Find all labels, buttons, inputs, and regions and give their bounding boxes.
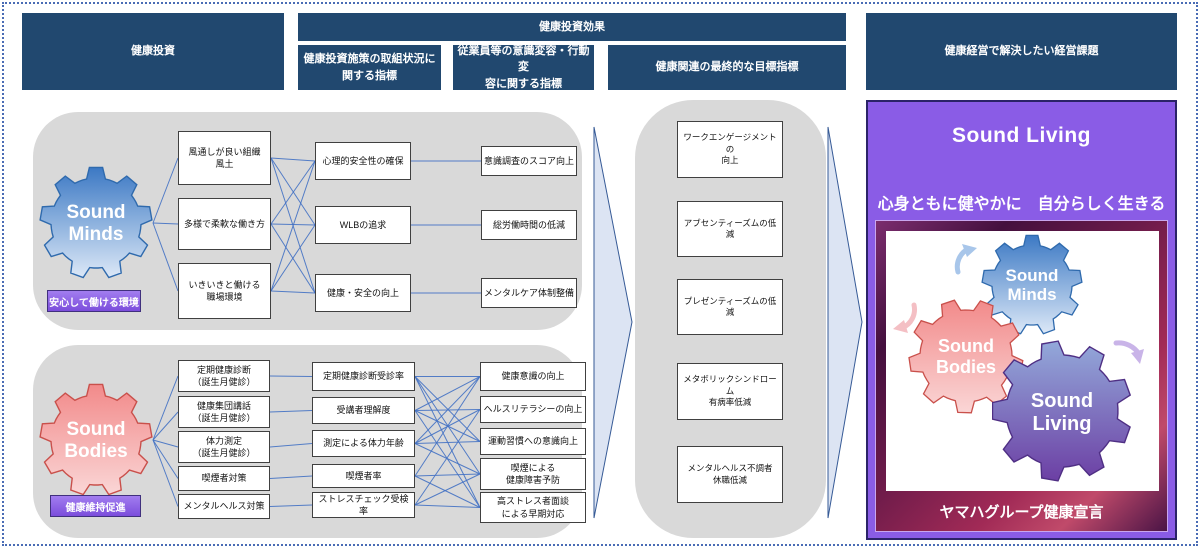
goal-box: メタボリックシンドローム 有病率低減 [677,363,783,420]
svg-text:Sound: Sound [1006,266,1059,285]
outcome-box: 喫煙による 健康障害予防 [480,458,586,490]
item-box: 喫煙者対策 [178,466,270,491]
goal-box: ワークエンゲージメントの 向上 [677,121,783,178]
goal-box: メンタルヘルス不調者 休職低減 [677,446,783,503]
svg-text:Bodies: Bodies [64,441,127,462]
panel-subtitle: 心身ともに健やかに 自分らしく生きる [877,196,1166,213]
tag-minds: 安心して働ける環境 [47,290,141,312]
flow-arrow-icon [827,126,863,519]
item-box: 定期健康診断 （誕生月健診） [178,360,270,392]
header-management-issues: 健康経営で解決したい経営課題 [866,13,1177,90]
header-effect-sub1: 健康投資施策の取組状況に 関する指標 [298,45,441,90]
panel-title: Sound Living [952,124,1091,147]
flow-arrow-icon [593,126,633,519]
indicator-box: WLBの追求 [315,206,411,244]
tag-bodies: 健康維持促進 [50,495,141,517]
svg-text:Sound: Sound [66,202,125,223]
item-box: メンタルヘルス対策 [178,494,270,519]
rotate-arrow-icon [893,302,917,333]
declaration-banner: ヤマハグループ健康宣言 [939,503,1104,521]
goal-box: アブセンティーズムの低減 [677,201,783,257]
gears-image-frame: Sound Minds Sound Bodies Sound [875,220,1168,532]
indicator-box: 受講者理解度 [312,397,415,424]
rotate-arrow-icon [954,244,977,275]
header-effect-sub2: 従業員等の意識変容・行動変 容に関する指標 [453,45,594,90]
outcome-box: ヘルスリテラシーの向上 [480,396,586,423]
indicator-box: 喫煙者率 [312,464,415,488]
gear-bodies: Sound Bodies [39,383,153,497]
outcome-box: 意識調査のスコア向上 [481,146,577,176]
svg-text:Sound: Sound [66,419,125,440]
indicator-box: ストレスチェック受検率 [312,492,415,518]
gear-icon: Sound Bodies [39,383,153,496]
outcome-box: 総労働時間の低減 [481,210,577,240]
gear-minds-small: Sound Minds [981,234,1083,335]
svg-text:Living: Living [1033,413,1092,435]
item-box: 風通しが良い組織 風土 [178,131,271,185]
indicator-box: 定期健康診断受診率 [312,362,415,391]
outcome-box: 健康意識の向上 [480,362,586,391]
svg-text:Minds: Minds [69,224,124,245]
svg-text:Sound: Sound [938,336,994,356]
header-final-goals: 健康関連の最終的な目標指標 [608,45,846,90]
rotate-arrow-icon [1113,340,1144,364]
outcome-box: メンタルケア体制整備 [481,278,577,308]
goal-box: プレゼンティーズムの低減 [677,279,783,335]
sound-living-panel: Sound Living 心身ともに健やかに 自分らしく生きる Sound Mi… [866,100,1177,540]
indicator-box: 健康・安全の向上 [315,274,411,312]
indicator-box: 測定による体力年齢 [312,430,415,457]
item-box: いきいきと働ける 職場環境 [178,263,271,319]
outcome-box: 運動習慣への意識向上 [480,428,586,455]
header-effect: 健康投資効果 [298,13,846,41]
gear-bodies-small: Sound Bodies [908,299,1024,414]
svg-text:Minds: Minds [1007,285,1056,304]
svg-text:Bodies: Bodies [936,357,996,377]
outcome-box: 高ストレス者面談 による早期対応 [480,492,586,523]
item-box: 健康集団講話 （誕生月健診） [178,396,270,428]
svg-text:Sound: Sound [1031,390,1093,412]
gears-image: Sound Minds Sound Bodies Sound [886,231,1159,491]
header-investment: 健康投資 [22,13,284,90]
gear-living: Sound Living [992,340,1132,482]
item-box: 多様で柔軟な働き方 [178,198,271,250]
item-box: 体力測定 （誕生月健診） [178,431,270,463]
indicator-box: 心理的安全性の確保 [315,142,411,180]
gear-icon: Sound Minds [39,166,153,279]
gear-minds: Sound Minds [39,166,153,280]
